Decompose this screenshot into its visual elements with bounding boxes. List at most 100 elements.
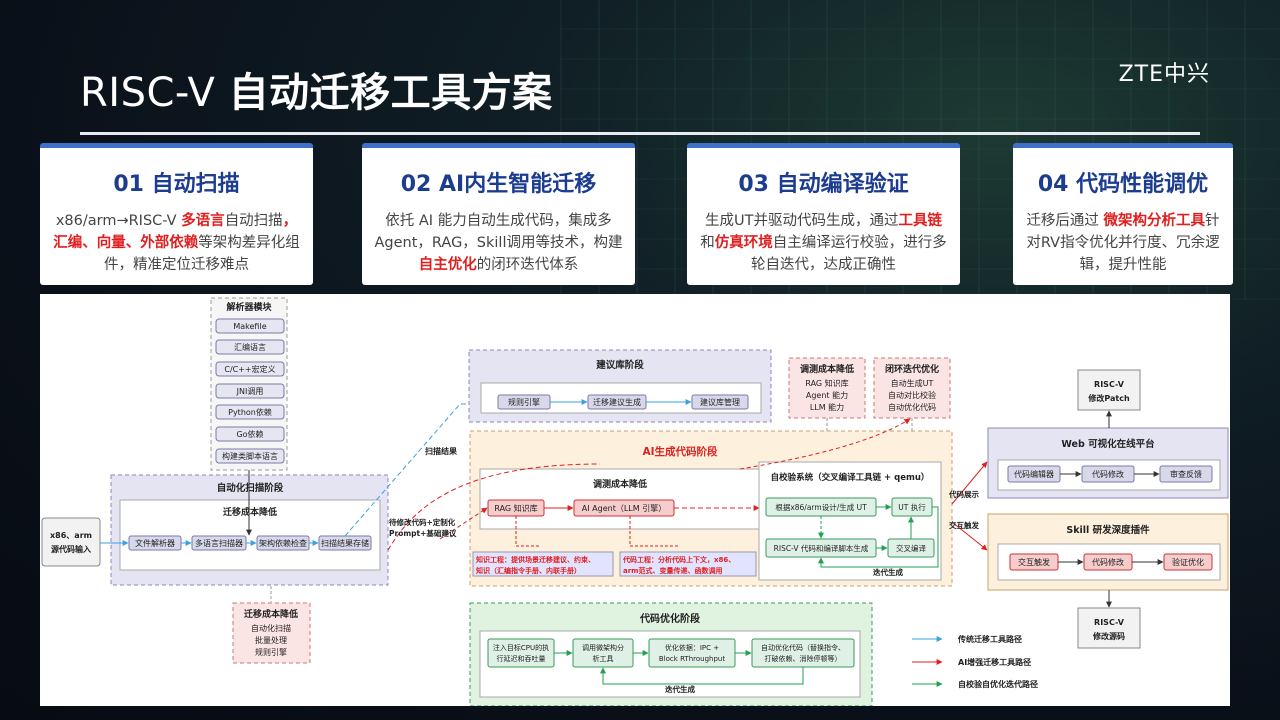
suggest-step: 规则引擎 — [508, 397, 540, 407]
feature-card-perf: 04 代码性能调优 迁移后通过 微架构分析工具针对RV指令优化并行度、冗余逻辑，… — [1013, 143, 1233, 285]
web-step: 代码编辑器 — [1014, 469, 1054, 479]
tune-cost-box: 调测成本降低 RAG 知识库 Agent 能力 LLM 能力 — [788, 357, 866, 419]
svg-text:迁移成本降低: 迁移成本降低 — [223, 506, 277, 518]
svg-text:修改Patch: 修改Patch — [1087, 393, 1130, 403]
card-text: 依托 AI 能力自动生成代码，集成多Agent，RAG，Skill调用等技术，构… — [374, 213, 623, 273]
svg-text:AI生成代码阶段: AI生成代码阶段 — [642, 445, 718, 458]
feature-card-scan: 01 自动扫描 x86/arm→RISC-V 多语言自动扫描，汇编、向量、外部依… — [40, 143, 313, 285]
scan-step: 架构依赖检查 — [259, 538, 307, 548]
card-title: 01 自动扫描 — [113, 172, 240, 197]
parser-module-title: 解析器模块 — [226, 301, 272, 313]
svg-text:LLM 能力: LLM 能力 — [810, 402, 844, 412]
svg-text:Agent 能力: Agent 能力 — [806, 390, 848, 400]
parser-item: Makefile — [233, 322, 266, 331]
legend-item: AI增强迁移工具路径 — [958, 657, 1031, 667]
scan-stage-title: 自动化扫描阶段 — [217, 482, 284, 494]
legend: 传统迁移工具路径 AI增强迁移工具路径 自校验自优化迭代路径 — [912, 634, 1038, 689]
card-text: x86/arm→RISC-V 多语言自动扫描，汇编、向量、外部依赖等架构差异化组… — [53, 213, 300, 273]
svg-text:RAG 知识库: RAG 知识库 — [805, 378, 848, 388]
svg-text:源代码输入: 源代码输入 — [51, 544, 91, 554]
cross-compile-node: 交叉编译 — [896, 543, 926, 553]
parser-item: JNI调用 — [236, 387, 264, 396]
riscv-patch-node: RISC-V 修改Patch — [1077, 369, 1141, 411]
svg-text:调测成本降低: 调测成本降低 — [593, 478, 647, 490]
svg-text:闭环迭代优化: 闭环迭代优化 — [885, 363, 939, 375]
scan-cost-box: 迁移成本降低 自动化扫描 批量处理 规则引擎 — [232, 602, 311, 664]
migration-flow-diagram: 解析器模块 Makefile 汇编语言 C/C++宏定义 JNI调用 Pytho… — [40, 294, 1230, 706]
page-title: RISC-V 自动迁移工具方案 — [80, 70, 553, 116]
card-text: 生成UT并驱动代码生成，通过工具链和仿真环境自主编译运行校验，进行多轮自迭代，达… — [700, 213, 947, 273]
card-title: 04 代码性能调优 — [1037, 172, 1209, 197]
svg-text:x86、arm: x86、arm — [50, 531, 92, 540]
skill-plugin: Skill 研发深度插件 交互触发 代码修改 验证优化 — [987, 513, 1229, 591]
card-title: 03 自动编译验证 — [738, 172, 909, 197]
source-input-node: x86、arm 源代码输入 — [41, 517, 101, 567]
suggestion-stage: 建议库阶段 规则引擎 迁移建议生成 建议库管理 — [468, 349, 772, 423]
svg-text:Prompt+基础建议: Prompt+基础建议 — [389, 528, 457, 538]
svg-text:Skill 研发深度插件: Skill 研发深度插件 — [1066, 524, 1150, 536]
svg-text:调测成本降低: 调测成本降低 — [800, 363, 854, 375]
svg-text:知识（汇编指令手册、内联手册）: 知识（汇编指令手册、内联手册） — [475, 566, 581, 575]
ai-agent-node: AI Agent（LLM 引擎） — [582, 503, 666, 513]
parser-item: Go依赖 — [236, 429, 263, 439]
self-verify-system: 自校验系统（交叉编译工具链 + qemu） 根据x86/arm设计/生成 UT … — [758, 461, 942, 581]
skill-step: 交互触发 — [1018, 557, 1050, 567]
rag-node: RAG 知识库 — [494, 503, 537, 513]
parser-item: 汇编语言 — [234, 342, 266, 352]
riscv-source-node: RISC-V 修改源码 — [1077, 607, 1141, 649]
svg-text:知识工程：提供场景迁移建议、约束、: 知识工程：提供场景迁移建议、约束、 — [475, 555, 595, 564]
parser-item: 构建类脚本语言 — [222, 451, 278, 461]
svg-text:打破依赖、消除停顿等）: 打破依赖、消除停顿等） — [765, 654, 842, 663]
svg-text:RISC-V: RISC-V — [1094, 380, 1125, 389]
opt-step: 调用微架构分 — [582, 643, 624, 652]
pending-label: 待修改代码+定制化 — [388, 517, 456, 527]
svg-text:批量处理: 批量处理 — [255, 635, 287, 645]
card-text: 迁移后通过 微架构分析工具针对RV指令优化并行度、冗余逻辑，提升性能 — [1026, 213, 1220, 273]
card-title: 02 AI内生智能迁移 — [400, 172, 597, 197]
svg-text:Web 可视化在线平台: Web 可视化在线平台 — [1061, 438, 1155, 450]
zte-logo: ZTE中兴 — [1118, 62, 1210, 87]
web-step: 代码修改 — [1092, 469, 1124, 479]
feature-card-ai: 02 AI内生智能迁移 依托 AI 能力自动生成代码，集成多Agent，RAG，… — [362, 143, 635, 285]
parser-module: 解析器模块 Makefile 汇编语言 C/C++宏定义 JNI调用 Pytho… — [210, 297, 288, 471]
web-platform: Web 可视化在线平台 代码编辑器 代码修改 审查反馈 — [987, 427, 1229, 499]
svg-text:迭代生成: 迭代生成 — [873, 567, 903, 577]
svg-text:代码优化阶段: 代码优化阶段 — [639, 612, 700, 625]
scan-step: 多语言扫描器 — [195, 538, 243, 548]
svg-text:arm范式、变量传递、函数调用: arm范式、变量传递、函数调用 — [623, 566, 722, 575]
gen-ut-node: 根据x86/arm设计/生成 UT — [775, 502, 867, 512]
closed-loop-box: 闭环迭代优化 自动生成UT 自动对比校验 自动优化代码 — [873, 357, 951, 419]
parser-item: C/C++宏定义 — [224, 364, 275, 374]
ai-path-curve — [387, 463, 601, 551]
legend-item: 自校验自优化迭代路径 — [958, 679, 1038, 689]
parser-item: Python依赖 — [228, 407, 272, 417]
svg-text:规则引擎: 规则引擎 — [255, 647, 287, 657]
svg-text:代码工程：分析代码上下文，x86、: 代码工程：分析代码上下文，x86、 — [622, 555, 735, 564]
svg-text:自动优化代码: 自动优化代码 — [888, 402, 936, 412]
svg-text:建议库阶段: 建议库阶段 — [595, 359, 644, 371]
title-divider — [80, 132, 1200, 135]
suggest-step: 迁移建议生成 — [593, 397, 641, 407]
svg-text:RISC-V: RISC-V — [1094, 618, 1125, 627]
svg-text:析工具: 析工具 — [593, 654, 614, 663]
svg-text:修改源码: 修改源码 — [1092, 631, 1125, 641]
code-show-label: 代码展示 — [948, 489, 979, 499]
svg-text:自校验系统（交叉编译工具链 + qemu）: 自校验系统（交叉编译工具链 + qemu） — [771, 472, 930, 483]
svg-text:自动对比校验: 自动对比校验 — [888, 390, 936, 400]
web-step: 审查反馈 — [1170, 469, 1202, 479]
suggest-step: 建议库管理 — [700, 397, 740, 407]
opt-step: 自动优化代码（替换指令、 — [761, 643, 845, 652]
opt-step: 优化依据：IPC + — [665, 643, 719, 652]
svg-text:迭代生成: 迭代生成 — [665, 684, 695, 694]
feature-card-verify: 03 自动编译验证 生成UT并驱动代码生成，通过工具链和仿真环境自主编译运行校验… — [687, 143, 960, 285]
riscv-gen-node: RISC-V 代码和编译脚本生成 — [774, 543, 869, 553]
ut-exec-node: UT 执行 — [898, 502, 926, 512]
scan-result-label: 扫描结果 — [425, 446, 457, 456]
optimization-stage: 代码优化阶段 注入目标CPU的执 行延迟和吞吐量 调用微架构分 析工具 优化依据… — [469, 602, 873, 706]
svg-text:迁移成本降低: 迁移成本降低 — [244, 608, 298, 620]
scan-step: 文件解析器 — [135, 538, 175, 548]
legend-item: 传统迁移工具路径 — [957, 634, 1022, 644]
svg-text:行延迟和吞吐量: 行延迟和吞吐量 — [497, 654, 546, 663]
svg-text:自动化扫描: 自动化扫描 — [251, 623, 291, 633]
skill-step: 验证优化 — [1172, 557, 1204, 567]
